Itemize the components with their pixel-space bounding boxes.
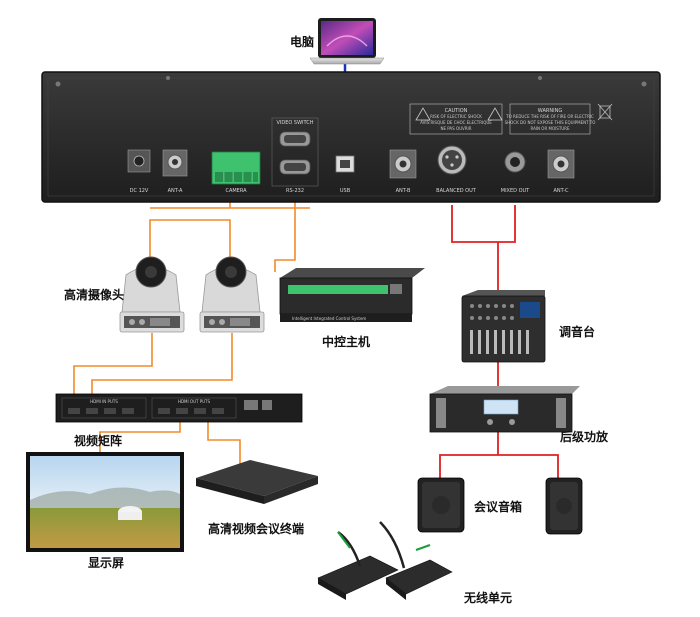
caution-box [409, 103, 503, 135]
ant-b-port [389, 149, 417, 179]
balanced-out-port [437, 145, 467, 175]
caution-line1: RISK OF ELECTRIC SHOCK [430, 114, 482, 119]
label-mixer: 调音台 [559, 325, 596, 339]
ant-c-port [547, 149, 575, 179]
port-label-dc: DC 12V [130, 188, 149, 194]
mixer [461, 290, 546, 363]
laptop [309, 18, 385, 65]
port-label-usb: USB [340, 188, 351, 194]
label-speaker: 会议音箱 [474, 500, 523, 514]
hd-camera-left [119, 256, 185, 333]
port-label-mixed-out: MIXED OUT [501, 188, 530, 194]
matrix-output-cables [99, 422, 241, 468]
audio-cables [439, 205, 559, 478]
camera-matrix-cables [73, 333, 233, 394]
wireless-mic-right [379, 521, 453, 600]
warning-line3: RAIN OR MOISTURE [531, 126, 570, 131]
video-conference-terminal [196, 460, 318, 504]
caution-line2: AVIS:RISQUE DE CHOC ELECTRIQUE [420, 120, 492, 125]
port-label-ant-b: ANT-B [396, 188, 411, 194]
hd-camera-right [199, 256, 265, 333]
dc-port [127, 149, 151, 173]
mixed-out-port [504, 151, 526, 173]
power-amplifier [429, 386, 580, 433]
label-wireless-unit: 无线单元 [464, 591, 513, 605]
controller-caption: Intelligent Integrated Control System [292, 316, 366, 321]
video-switch-port [271, 117, 319, 187]
label-video-matrix: 视频矩阵 [74, 434, 123, 448]
port-label-balanced-out: BALANCED OUT [436, 188, 477, 194]
rs232-cable [274, 195, 296, 272]
caution-line3: NE PAS OUVRIR [440, 126, 471, 131]
wireless-mic-left [317, 530, 399, 600]
conference-speaker-left [417, 477, 465, 533]
caution-title: CAUTION [445, 108, 468, 114]
port-label-video-switch: VIDEO SWITCH [276, 120, 313, 126]
label-computer: 电脑 [290, 35, 315, 49]
port-label-ant-a: ANT-A [168, 188, 183, 194]
label-hd-camera: 高清摄像头 [64, 288, 125, 302]
warning-title: WARNING [538, 108, 563, 114]
camera-terminal [211, 151, 261, 185]
port-label-ant-c: ANT-C [553, 188, 569, 194]
label-central-control: 中控主机 [322, 335, 371, 349]
rear-panel: DC 12V ANT-A CAMERA VIDEO SWITCH RS-232 … [41, 71, 661, 203]
video-matrix: HDMI IN PUTS HDMI OUT PUTS [55, 393, 303, 423]
conference-speaker-right [545, 477, 583, 535]
label-display: 显示屏 [88, 556, 125, 570]
label-video-terminal: 高清视频会议终端 [208, 522, 305, 536]
matrix-in-text: HDMI IN PUTS [90, 399, 118, 404]
ant-a-port [162, 149, 188, 177]
warning-line1: TO REDUCE THE RISK OF FIRE OR ELECTRIC [505, 114, 594, 119]
central-controller: Intelligent Integrated Control System [279, 268, 425, 322]
display-screen [26, 452, 184, 552]
connection-lines [73, 62, 559, 478]
matrix-out-text: HDMI OUT PUTS [178, 399, 211, 404]
warning-box [509, 103, 613, 135]
usb-port [335, 155, 355, 173]
warning-line2: SHOCK DO NOT EXPOSE THIS EQUIPMENT TO [505, 120, 596, 125]
label-power-amp: 后级功放 [560, 430, 609, 444]
port-label-camera: CAMERA [225, 188, 247, 194]
port-label-rs232: RS-232 [286, 188, 304, 194]
